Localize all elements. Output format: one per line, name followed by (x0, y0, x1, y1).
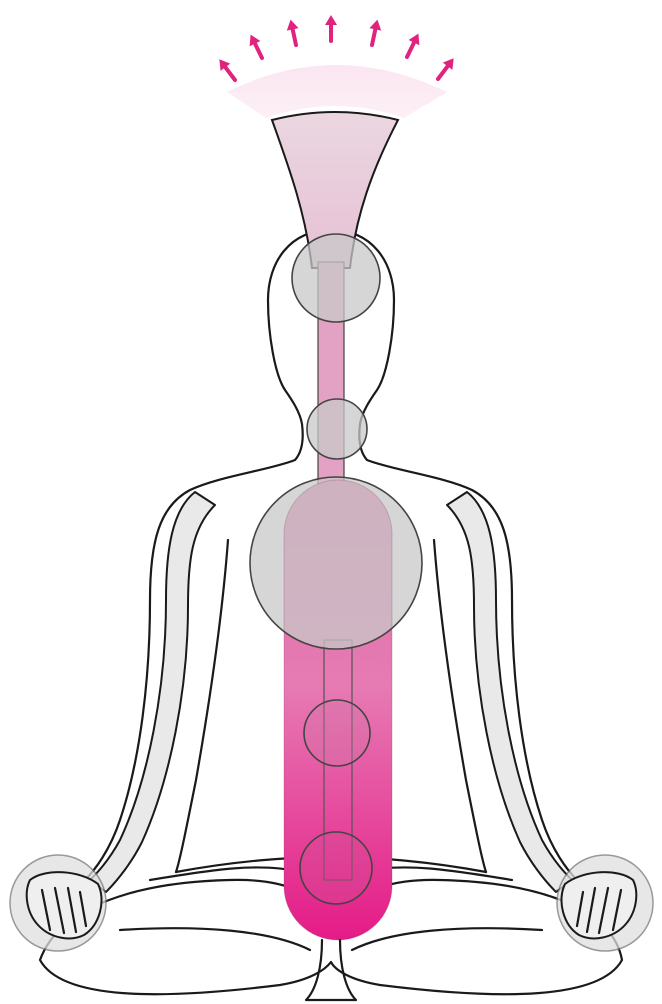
crown-center (292, 234, 380, 322)
arrow-icon (245, 32, 267, 61)
root-center (300, 832, 372, 904)
right-hand (557, 855, 653, 951)
arrow-icon (325, 15, 337, 41)
column-base (306, 940, 356, 1000)
arrow-icon (402, 31, 424, 60)
heart-center (250, 477, 422, 649)
arrow-icon (433, 55, 458, 83)
arrow-icon (366, 18, 383, 46)
crown-halo (227, 65, 447, 118)
throat-center (307, 399, 367, 459)
left-hand (10, 855, 106, 951)
solar-plexus-center (304, 700, 370, 766)
arrow-icon (215, 56, 240, 84)
arrow-icon (285, 18, 302, 46)
